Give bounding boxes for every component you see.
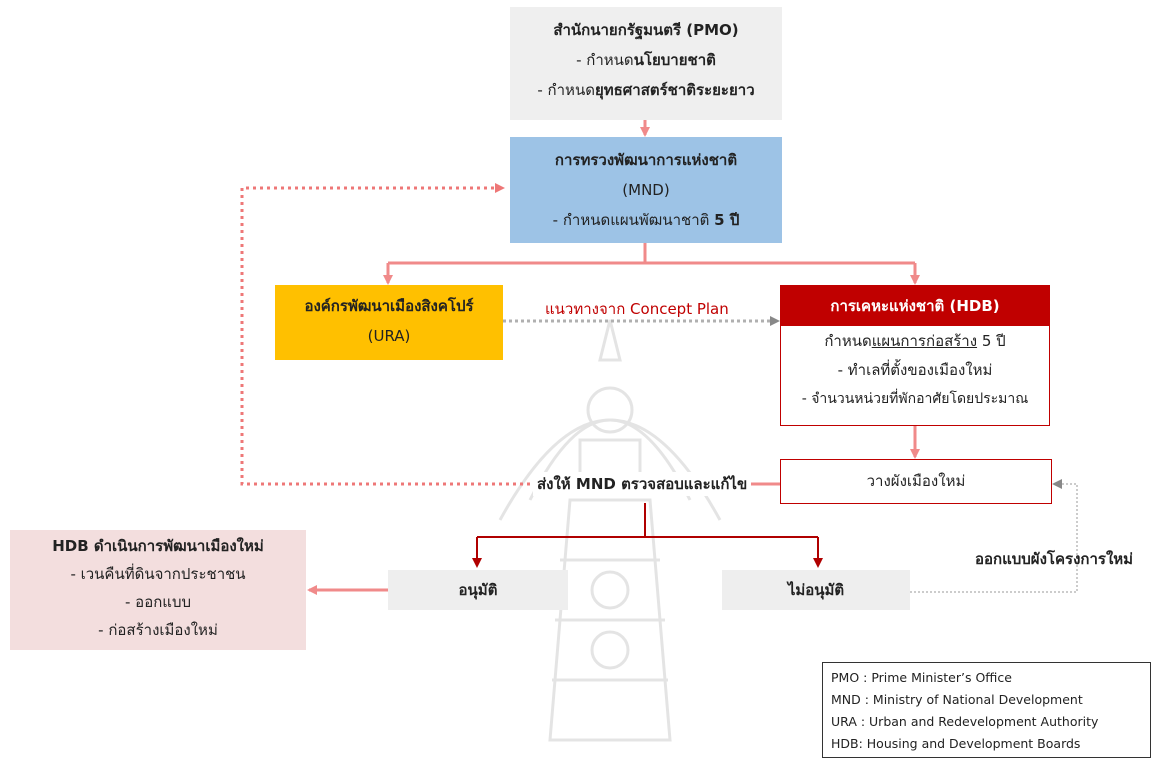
legend-hdb: HDB: Housing and Development Boards — [831, 736, 1081, 751]
mnd-abbr: (MND) — [622, 181, 670, 199]
hdb-line-3: - จำนวนหน่วยที่พักอาศัยโดยประมาณ — [801, 391, 1029, 407]
redesign-label: ออกแบบผังโครงการใหม่ — [975, 550, 1134, 568]
legend: PMO : Prime Minister’s Office MND : Mini… — [822, 662, 1151, 758]
legend-mnd: MND : Ministry of National Development — [831, 692, 1083, 707]
pmo-box: สำนักนายกรัฐมนตรี (PMO) - กำหนดนโยบายชาต… — [510, 7, 782, 120]
approve-box: อนุมัติ — [388, 570, 568, 610]
legend-ura: URA : Urban and Redevelopment Authority — [831, 714, 1099, 729]
hdb-box: การเคหะแห่งชาติ (HDB) กำหนดแผนการก่อสร้า… — [780, 285, 1050, 426]
ura-abbr: (URA) — [367, 327, 411, 345]
pmo-line-1: - กำหนดนโยบายชาติ — [576, 51, 716, 69]
hdb-line-2: - ทำเลที่ตั้งของเมืองใหม่ — [837, 361, 993, 379]
not-approve-box: ไม่อนุมัติ — [722, 570, 910, 610]
hdb-line-1: กำหนดแผนการก่อสร้าง 5 ปี — [824, 332, 1006, 350]
hdb-develop-line-2: - ออกแบบ — [125, 593, 191, 611]
send-to-mnd-label: ส่งให้ MND ตรวจสอบและแก้ไข — [533, 472, 752, 496]
legend-pmo: PMO : Prime Minister’s Office — [831, 670, 1012, 685]
pmo-line-2: - กำหนดยุทธศาสตร์ชาติระยะยาว — [537, 81, 755, 99]
concept-plan-label: แนวทางจาก Concept Plan — [545, 300, 729, 318]
redesign-loop — [910, 479, 1078, 593]
plan-new-town-box: วางผังเมืองใหม่ — [780, 459, 1052, 504]
hdb-develop-box: HDB ดำเนินการพัฒนาเมืองใหม่ - เวนคืนที่ด… — [10, 530, 306, 650]
pmo-title: สำนักนายกรัฐมนตรี (PMO) — [553, 21, 739, 39]
ura-title: องค์กรพัฒนาเมืองสิงคโปร์ — [304, 297, 474, 315]
hdb-header: การเคหะแห่งชาติ (HDB) — [781, 286, 1049, 326]
mnd-box: การทรวงพัฒนาการแห่งชาติ (MND) - กำหนดแผน… — [510, 137, 782, 243]
feedback-to-mnd — [240, 183, 530, 486]
mnd-line: - กำหนดแผนพัฒนาชาติ 5 ปี — [552, 211, 740, 229]
hdb-develop-line-1: - เวนคืนที่ดินจากประชาชน — [70, 565, 246, 583]
hdb-develop-line-3: - ก่อสร้างเมืองใหม่ — [98, 621, 218, 639]
mnd-title: การทรวงพัฒนาการแห่งชาติ — [554, 151, 738, 169]
ura-box: องค์กรพัฒนาเมืองสิงคโปร์ (URA) — [275, 285, 503, 360]
hdb-develop-title: HDB ดำเนินการพัฒนาเมืองใหม่ — [52, 537, 264, 555]
